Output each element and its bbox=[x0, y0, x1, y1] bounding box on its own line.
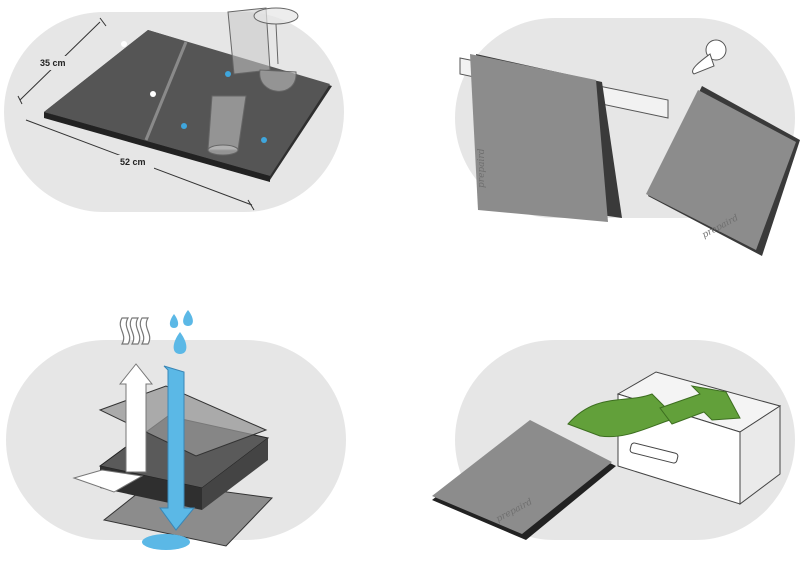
width-dimension-label: 52 cm bbox=[120, 157, 146, 167]
water-arrow bbox=[159, 365, 196, 531]
water-drops-icon bbox=[169, 310, 193, 354]
steam-arrow bbox=[118, 363, 154, 473]
panel-layer-diagram bbox=[6, 310, 346, 550]
steam-icon bbox=[119, 317, 151, 345]
snowflake-icon bbox=[121, 41, 156, 97]
hook-board: prepaird bbox=[646, 86, 800, 256]
hook-icon bbox=[692, 39, 727, 75]
brand-label: prepaird bbox=[477, 148, 487, 188]
panel-hanging-storage: prepaird prepaird bbox=[455, 18, 800, 256]
hanging-board: prepaird bbox=[470, 54, 622, 222]
snowflake-icon bbox=[181, 71, 267, 143]
glass-icon bbox=[207, 7, 299, 156]
panel-drying-board: 35 cm 52 cm bbox=[4, 7, 344, 212]
depth-dimension-label: 35 cm bbox=[40, 58, 66, 68]
panel-drawer-storage: prepaird bbox=[432, 340, 795, 540]
flat-board: prepaird bbox=[432, 420, 616, 540]
green-mat bbox=[567, 385, 741, 438]
